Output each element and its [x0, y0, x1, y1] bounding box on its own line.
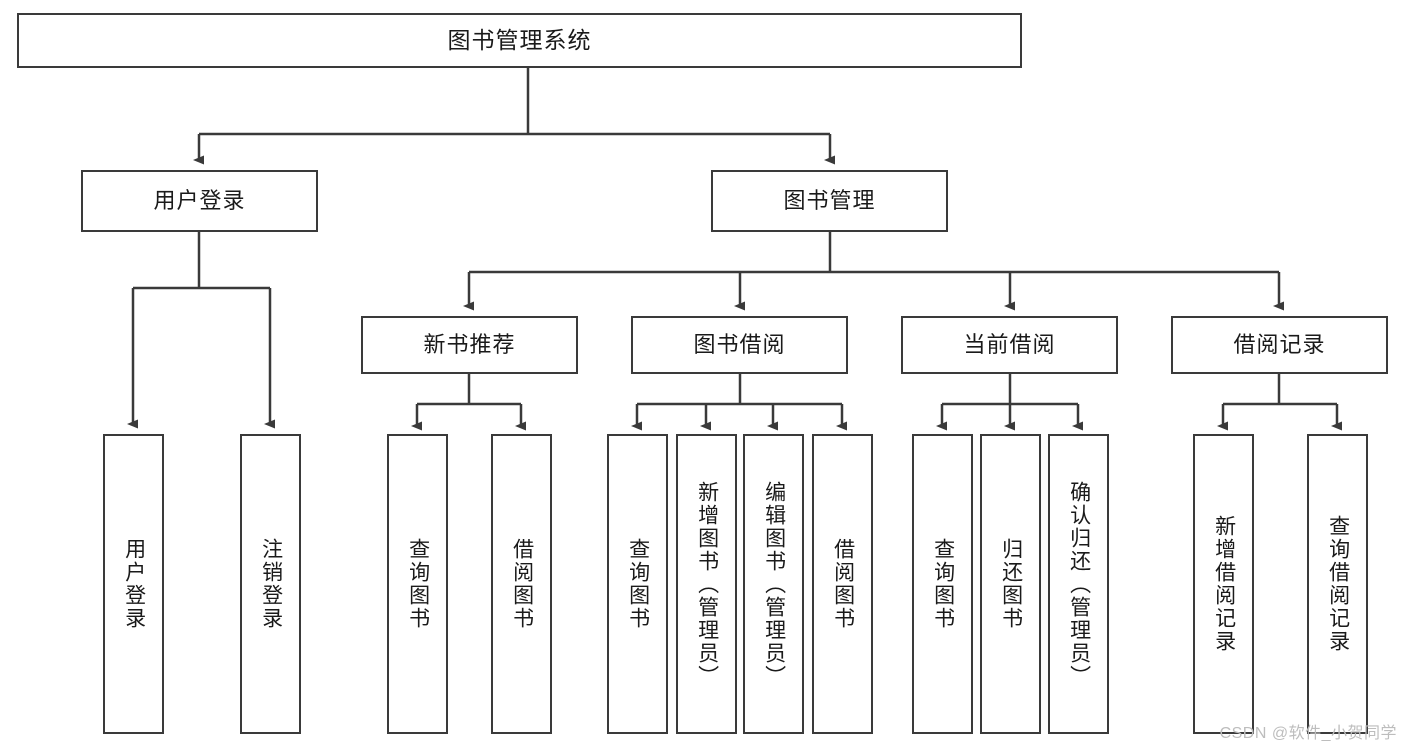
node-book-borrow[interactable]: 图书借阅 — [631, 316, 848, 374]
csdn-watermark: CSDN @软件_小贺同学 — [1219, 725, 1397, 742]
node-leaf-borrow-book-borrow[interactable]: 借阅图书 — [812, 434, 873, 734]
node-leaf-add-book-admin[interactable]: 新增图书（管理员） — [676, 434, 737, 734]
node-leaf-borrow-book-recommend[interactable]: 借阅图书 — [491, 434, 552, 734]
node-leaf-add-borrow-record[interactable]: 新增借阅记录 — [1193, 434, 1254, 734]
node-leaf-user-login[interactable]: 用户登录 — [103, 434, 164, 734]
node-leaf-query-borrow-record[interactable]: 查询借阅记录 — [1307, 434, 1368, 734]
node-user-login[interactable]: 用户登录 — [81, 170, 318, 232]
node-current-borrow[interactable]: 当前借阅 — [901, 316, 1118, 374]
node-leaf-edit-book-admin[interactable]: 编辑图书（管理员） — [743, 434, 804, 734]
node-leaf-logout-login[interactable]: 注销登录 — [240, 434, 301, 734]
node-leaf-query-book-borrow[interactable]: 查询图书 — [607, 434, 668, 734]
node-new-book-recommend[interactable]: 新书推荐 — [361, 316, 578, 374]
node-leaf-query-book-recommend[interactable]: 查询图书 — [387, 434, 448, 734]
node-leaf-confirm-return-admin[interactable]: 确认归还（管理员） — [1048, 434, 1109, 734]
node-root-system[interactable]: 图书管理系统 — [17, 13, 1022, 68]
node-leaf-query-book-current[interactable]: 查询图书 — [912, 434, 973, 734]
node-leaf-return-book[interactable]: 归还图书 — [980, 434, 1041, 734]
node-book-management[interactable]: 图书管理 — [711, 170, 948, 232]
node-borrow-record[interactable]: 借阅记录 — [1171, 316, 1388, 374]
